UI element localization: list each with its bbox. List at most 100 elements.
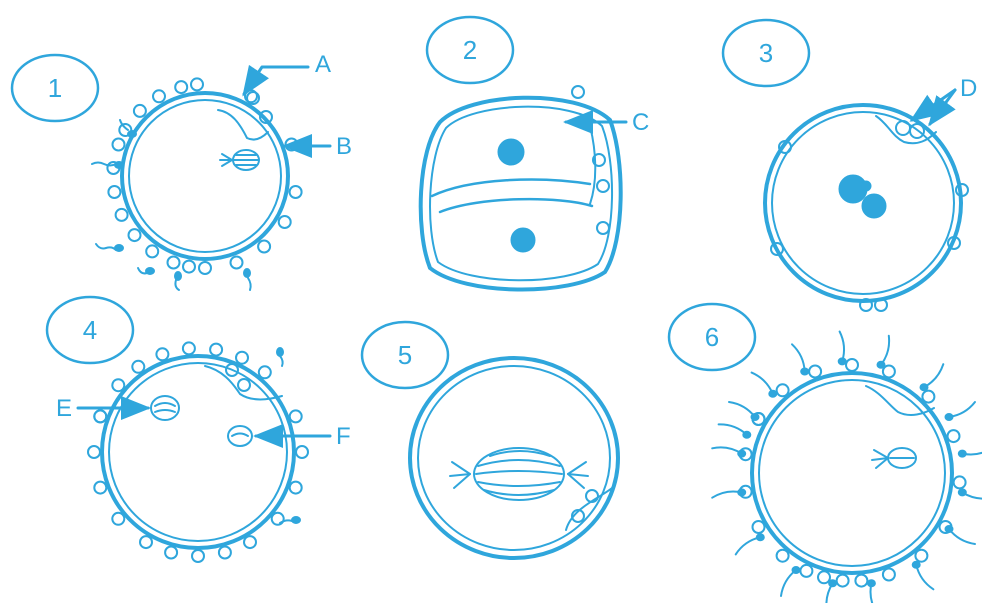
follicle-cell (140, 536, 152, 548)
sperm-head (868, 580, 875, 586)
follicle-cell (915, 550, 927, 562)
follicle-cell (753, 521, 765, 533)
stage-number-6: 6 (669, 304, 755, 370)
follicle-cell (168, 257, 180, 269)
follicle-cell (855, 575, 867, 587)
sperm-head (738, 451, 745, 457)
follicle-cell (883, 366, 895, 378)
follicle-cell (146, 245, 158, 257)
follicle-cell (94, 410, 106, 422)
follicle-cell (279, 216, 291, 228)
sperm-head (769, 391, 776, 397)
sperm-tail (792, 344, 805, 371)
follicle-cell (112, 379, 124, 391)
svg-text:A: A (315, 51, 331, 78)
sperm-head (801, 369, 808, 375)
follicle-cell (165, 547, 177, 559)
sperm-head (878, 362, 885, 368)
svg-text:1: 1 (48, 73, 62, 103)
sperm-head (793, 567, 800, 573)
follicle-cell (192, 550, 204, 562)
follicle-cell (219, 547, 231, 559)
follicle-cell (800, 565, 812, 577)
pronucleus-F (228, 426, 252, 446)
sperm-tail (916, 565, 933, 590)
two-cell-embryo (421, 98, 621, 290)
follicle-cell (777, 550, 789, 562)
svg-text:4: 4 (83, 315, 97, 345)
follicle-cell (922, 391, 934, 403)
follicle-cells-3 (771, 141, 968, 311)
sperm-tail (736, 537, 761, 554)
follicle-cell (134, 105, 146, 117)
follicle-cell (129, 229, 141, 241)
sperm-tail (719, 424, 747, 434)
sperm-head (959, 489, 966, 495)
svg-text:3: 3 (759, 38, 773, 68)
panel-2: 2 C (421, 17, 650, 290)
svg-text:D: D (960, 75, 977, 102)
panel-1: 1 (12, 51, 352, 290)
follicle-cell (108, 186, 120, 198)
svg-text:5: 5 (398, 340, 412, 370)
egg-cell-5 (410, 358, 618, 558)
follicle-cell (191, 78, 203, 90)
follicle-cell (809, 366, 821, 378)
follicle-cell (183, 342, 195, 354)
follicle-cell (296, 446, 308, 458)
follicle-cell (290, 186, 302, 198)
svg-text:C: C (632, 109, 649, 136)
follicle-cell (244, 536, 256, 548)
follicle-cell (183, 261, 195, 273)
stage-number-3: 3 (723, 20, 809, 86)
follicle-cell (132, 361, 144, 373)
sperm-head (946, 526, 953, 532)
label-B-arrow: B (285, 133, 352, 160)
follicle-cell (175, 81, 187, 93)
follicle-cell (290, 482, 302, 494)
sperm-head (738, 489, 745, 495)
sperm-tail (840, 332, 844, 362)
sperm-head (743, 432, 750, 438)
follicle-cell (948, 430, 960, 442)
sperm-head (757, 534, 764, 540)
sperm-tail (729, 402, 755, 417)
svg-text:E: E (56, 395, 72, 422)
stage-number-5: 5 (362, 322, 448, 388)
svg-text:B: B (336, 133, 352, 160)
spindle-1 (220, 150, 259, 170)
stage-number-1: 1 (12, 55, 98, 121)
follicle-cell (116, 209, 128, 221)
label-E-arrow: E (56, 395, 148, 422)
panel-5: 5 (362, 322, 618, 558)
follicle-cell (777, 384, 789, 396)
egg-cell-6 (752, 373, 952, 573)
follicle-cell (113, 139, 125, 151)
sperm-head (752, 414, 759, 420)
sperm-tail (781, 570, 796, 596)
sperm-head (913, 562, 920, 568)
pronucleus-E (151, 396, 179, 420)
follicle-cell (290, 410, 302, 422)
follicle-cell (210, 344, 222, 356)
egg-cell-1 (122, 92, 288, 259)
metaphase-spindle (450, 448, 588, 500)
panel-3: 3 D (723, 20, 977, 311)
follicle-cells-1 (107, 78, 301, 274)
panel-6: 6 (669, 304, 982, 603)
sperm-head (959, 451, 966, 457)
sperm-1 (92, 120, 251, 290)
svg-text:6: 6 (705, 322, 719, 352)
sperm-tail (881, 336, 889, 365)
follicle-cell (153, 90, 165, 102)
follicle-cell (954, 476, 966, 488)
follicle-cell (94, 482, 106, 494)
follicle-cell (259, 366, 271, 378)
follicle-cell (112, 513, 124, 525)
follicle-cell (199, 262, 211, 274)
stage-number-4: 4 (47, 297, 133, 363)
follicle-cell (837, 575, 849, 587)
follicle-cell (846, 359, 858, 371)
sperm-tail (949, 402, 975, 417)
